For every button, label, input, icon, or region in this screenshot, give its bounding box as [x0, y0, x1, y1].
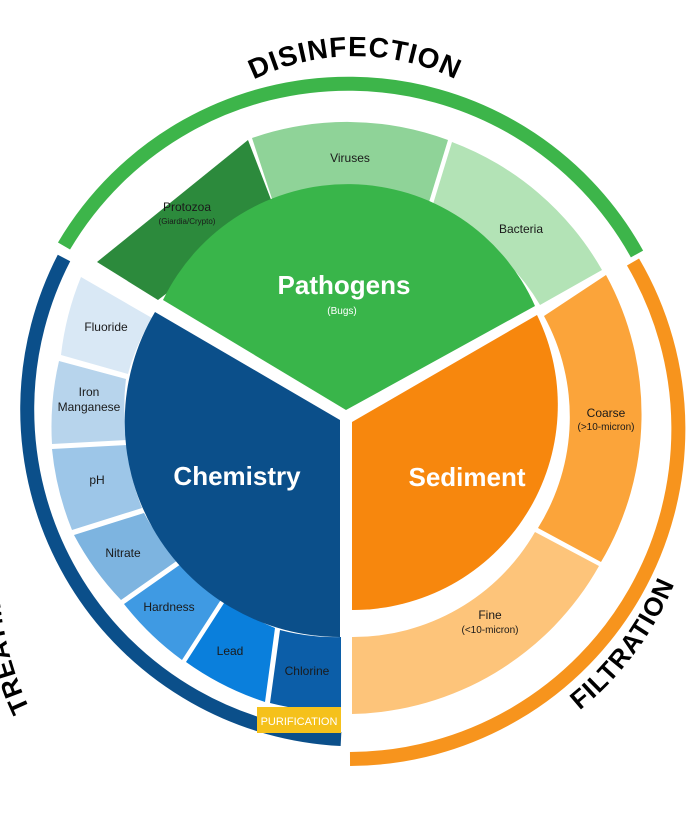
coarse-label: Coarse	[587, 406, 626, 420]
segment-iron	[51, 361, 128, 444]
chemistry-title: Chemistry	[173, 461, 301, 491]
fine-sublabel: (<10-micron)	[462, 625, 519, 636]
segment-coarse	[538, 275, 642, 562]
iron-label: Iron	[79, 385, 100, 399]
pathogens-title: Pathogens	[278, 270, 411, 300]
segment-nitrate	[74, 513, 178, 600]
chemistry-core	[124, 312, 340, 638]
disinfection-ring	[57, 76, 644, 258]
segment-chlorine	[270, 630, 341, 712]
segment-viruses	[252, 121, 448, 212]
pathogens-core	[163, 184, 535, 410]
filtration-title: FILTRATION	[564, 573, 680, 715]
sediment-core	[352, 315, 558, 611]
purification-label: PURIFICATION	[261, 716, 338, 728]
pathogens-subtitle: (Bugs)	[327, 306, 356, 317]
chlorine-label: Chlorine	[285, 664, 330, 678]
protozoa-label: Protozoa	[163, 200, 211, 214]
coarse-sublabel: (>10-micron)	[578, 422, 635, 433]
protozoa-sublabel: (Giardia/Crypto)	[159, 217, 216, 226]
treatment-title: TREATMENT	[0, 545, 35, 719]
hardness-label: Hardness	[143, 600, 194, 614]
filtration-ring	[349, 258, 686, 766]
lead-label: Lead	[217, 644, 244, 658]
segment-protozoa	[97, 140, 275, 300]
segment-fine	[352, 532, 599, 714]
treatment-ring	[20, 254, 342, 746]
bacteria-label: Bacteria	[499, 222, 543, 236]
segment-hardness	[124, 564, 222, 660]
segment-fluoride	[61, 277, 152, 374]
nitrate-label: Nitrate	[105, 546, 141, 560]
segment-ph	[52, 445, 142, 530]
sediment-title: Sediment	[408, 462, 525, 492]
segment-bacteria	[430, 142, 602, 305]
purification-badge	[257, 707, 341, 733]
fluoride-label: Fluoride	[84, 320, 128, 334]
fine-label: Fine	[478, 608, 502, 622]
viruses-label: Viruses	[330, 151, 370, 165]
segment-lead	[186, 600, 275, 702]
ph-label: pH	[89, 473, 104, 487]
manganese-label: Manganese	[58, 400, 121, 414]
